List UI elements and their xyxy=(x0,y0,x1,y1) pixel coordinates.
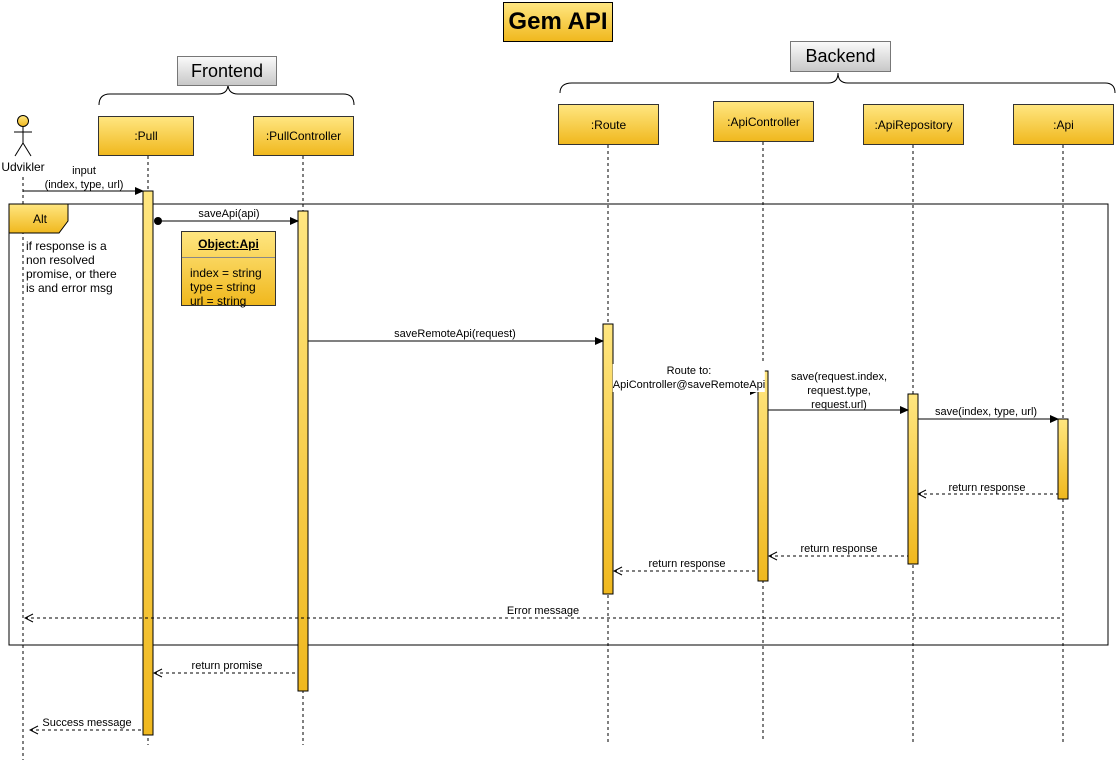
backend-group-label: Backend xyxy=(790,41,891,72)
actor-label: Udvikler xyxy=(1,160,45,174)
save-api-start-dot xyxy=(154,217,162,225)
alt-frame-tag xyxy=(8,203,69,234)
error-message-label: Error message xyxy=(506,605,580,617)
backend-brace xyxy=(559,72,1116,94)
participant-route: :Route xyxy=(558,104,659,145)
participant-pull: :Pull xyxy=(98,116,194,156)
success-message-label: Success message xyxy=(42,717,132,729)
participant-api-repository: :ApiRepository xyxy=(863,104,964,145)
actor-icon xyxy=(14,115,32,157)
participant-pull-controller: :PullController xyxy=(253,116,354,156)
alt-frame-condition: if response is a non resolved promise, o… xyxy=(26,239,117,295)
activation-api xyxy=(1057,418,1069,500)
object-api-note-field: index = string xyxy=(190,266,262,280)
frontend-brace xyxy=(98,83,355,106)
activation-api-repository xyxy=(907,393,919,565)
alt-frame-tag-label: Alt xyxy=(32,212,48,226)
message-save-request-label: save(request.index, request.type, reques… xyxy=(791,371,887,411)
activation-pull-controller xyxy=(297,210,309,692)
message-save-api-label: saveApi(api) xyxy=(198,208,260,220)
return-response-1-label: return response xyxy=(948,482,1026,494)
return-promise-label: return promise xyxy=(191,660,263,672)
object-api-note-title: Object:Api xyxy=(182,232,275,258)
message-save-remote-api-label: saveRemoteApi(request) xyxy=(394,328,516,340)
alt-frame xyxy=(8,203,1109,646)
object-api-note-field: type = string xyxy=(190,280,256,294)
frontend-group-label: Frontend xyxy=(177,56,277,86)
activation-route xyxy=(602,323,614,595)
return-response-3-label: return response xyxy=(648,558,726,570)
activation-pull xyxy=(142,190,154,736)
activation-api-controller xyxy=(757,370,769,582)
diagram-title: Gem API xyxy=(503,2,613,42)
participant-api: :Api xyxy=(1013,104,1114,145)
return-response-2-label: return response xyxy=(800,543,878,555)
object-api-note: Object:Api index = string type = string … xyxy=(181,231,276,308)
message-input-label: input (index, type, url) xyxy=(44,165,124,191)
participant-api-controller: :ApiController xyxy=(713,101,814,142)
object-api-note-field: url = string xyxy=(190,294,247,308)
message-save-index-label: save(index, type, url) xyxy=(934,406,1038,418)
message-route-to-label: Route to: ApiController@saveRemoteApi xyxy=(612,364,766,392)
